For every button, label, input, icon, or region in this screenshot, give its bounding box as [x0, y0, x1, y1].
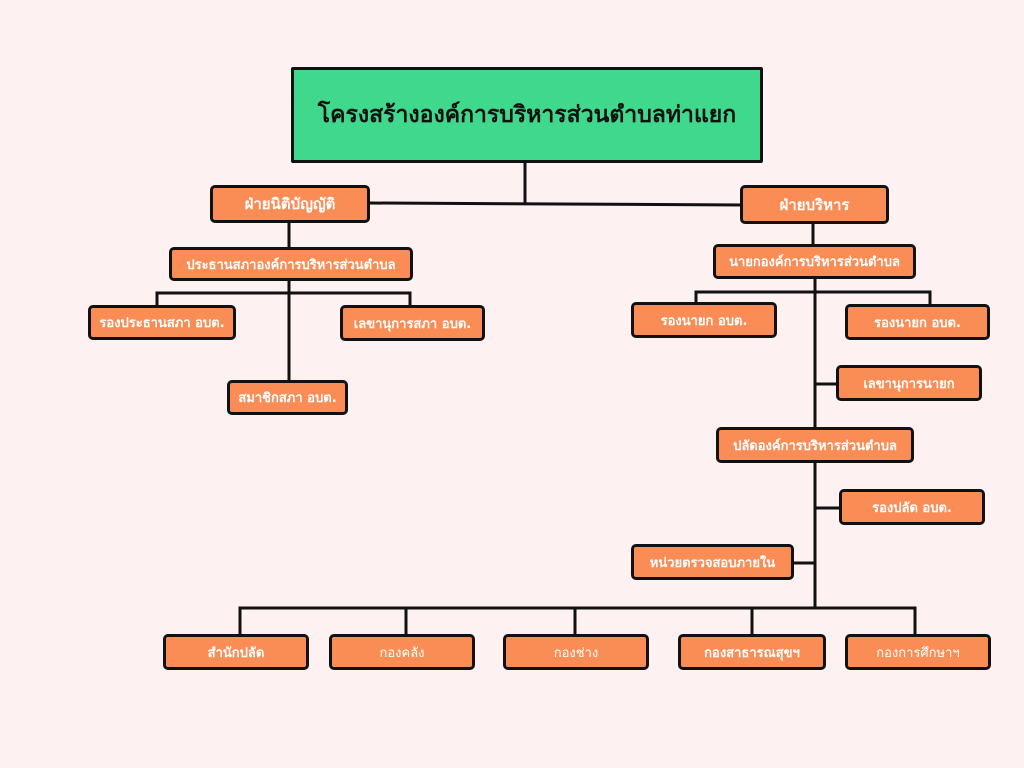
mayor-box: นายกองค์การบริหารส่วนตำบล: [713, 244, 916, 279]
org-chart-title: โครงสร้างองค์การบริหารส่วนตำบลท่าแยก: [291, 67, 763, 163]
legislative-branch-box: ฝ่ายนิติบัญญัติ: [210, 185, 370, 223]
internal-audit-box: หน่วยตรวจสอบภายใน: [631, 544, 794, 580]
division-box-public-health: กองสาธารณสุขฯ: [678, 634, 826, 670]
deputy-mayor-right-box: รองนายก อบต.: [845, 304, 990, 340]
division-box-finance: กองคลัง: [329, 634, 475, 670]
division-box-engineering: กองช่าง: [503, 634, 649, 670]
council-vice-chair-box: รองประธานสภา อบต.: [88, 305, 236, 340]
deputy-mayor-left-box: รองนายก อบต.: [631, 302, 777, 338]
executive-branch-box: ฝ่ายบริหาร: [740, 185, 889, 224]
permanent-secretary-box: ปลัดองค์การบริหารส่วนตำบล: [716, 427, 914, 463]
mayor-secretary-box: เลขานุการนายก: [836, 365, 982, 401]
council-member-box: สมาชิกสภา อบต.: [227, 380, 348, 415]
council-chair-box: ประธานสภาองค์การบริหารส่วนตำบล: [169, 247, 413, 281]
deputy-permanent-secretary-box: รองปลัด อบต.: [839, 489, 985, 525]
division-box-education: กองการศึกษาฯ: [845, 634, 991, 670]
council-secretary-box: เลขานุการสภา อบต.: [340, 305, 485, 341]
connector-branch-bar: [368, 201, 744, 207]
division-box-office: สำนักปลัด: [163, 634, 309, 670]
